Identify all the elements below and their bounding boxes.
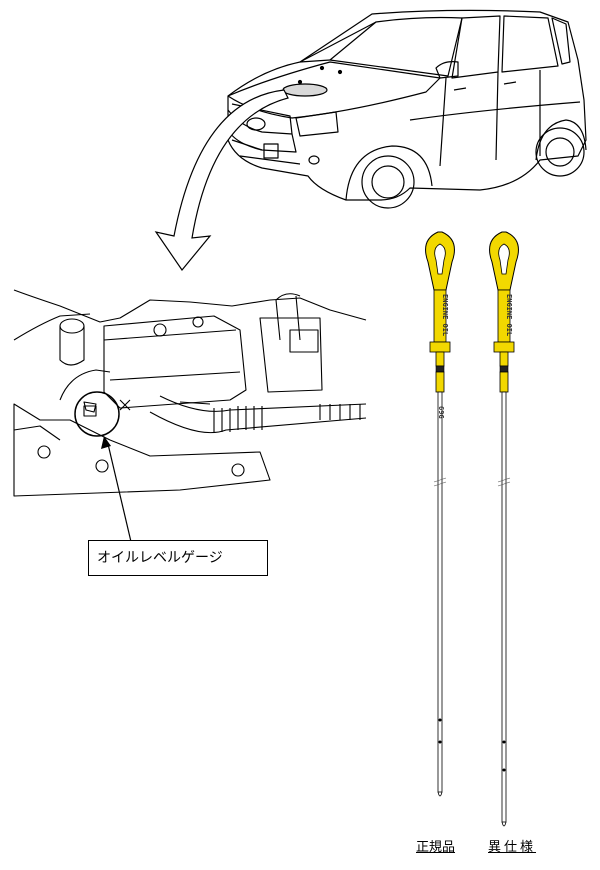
gauge-highlight-circle — [74, 391, 120, 437]
caption-genuine-part: 正規品 — [416, 840, 456, 855]
dipstick-genuine-label: ENGINE OIL — [441, 294, 449, 336]
dipstick-non-genuine: ENGINE OIL — [489, 231, 519, 827]
caption-non-genuine-part: 異仕様 — [488, 840, 537, 855]
car-illustration — [227, 9, 587, 209]
dipstick-non-genuine-label: ENGINE OIL — [505, 294, 513, 336]
engine-bay-illustration — [13, 289, 367, 497]
curved-arrow — [154, 89, 289, 271]
dipstick-genuine-code: 69G — [437, 406, 445, 419]
callout-pointer — [101, 436, 133, 547]
dipstick-genuine: ENGINE OIL 69G — [425, 231, 455, 797]
oil-level-gauge-callout: オイルレベルゲージ — [88, 540, 268, 576]
